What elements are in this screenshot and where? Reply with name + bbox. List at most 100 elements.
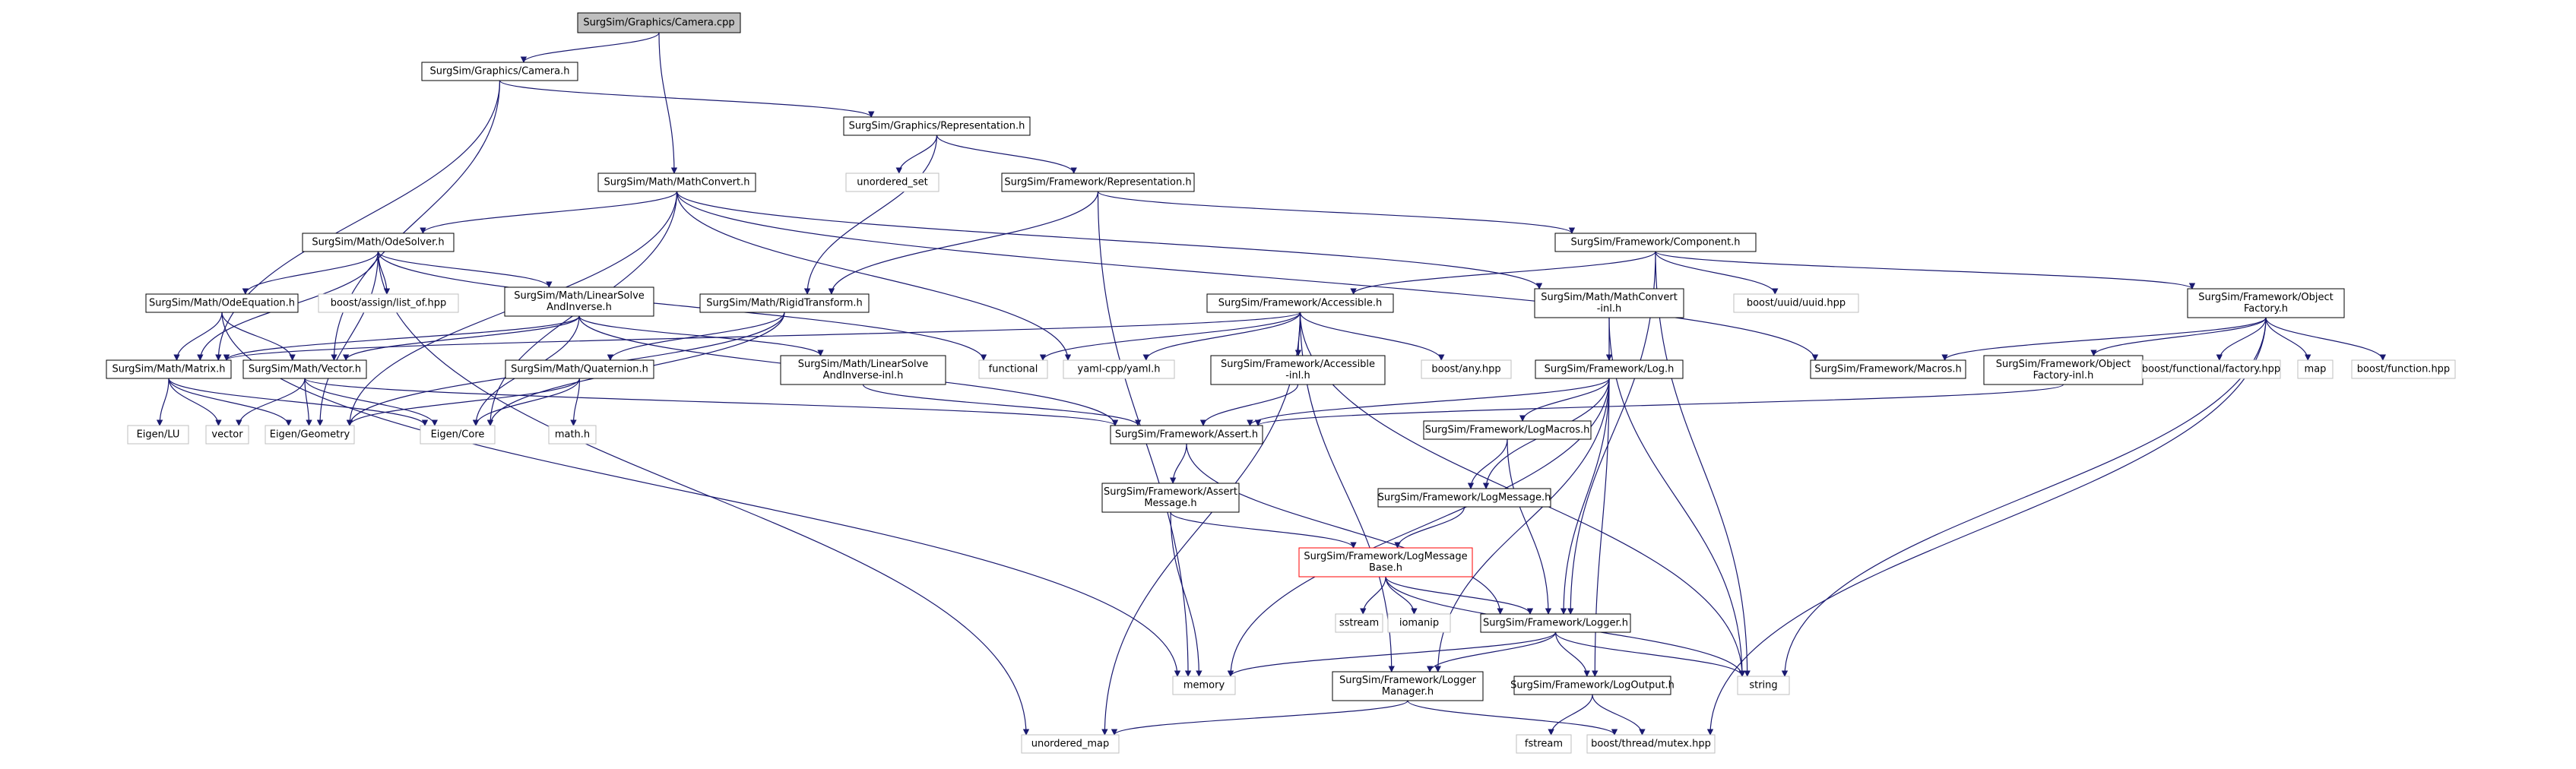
node-surgsim-framework-representation-h[interactable]: SurgSim/Framework/Representation.h (1001, 172, 1195, 192)
node-label: SurgSim/Math/MathConvert.h (604, 177, 750, 188)
node-surgsim-math-mathconvert-h[interactable]: SurgSim/Math/MathConvert.h (597, 172, 756, 192)
node-box (1110, 425, 1263, 445)
include-edge (1385, 576, 1418, 615)
node-surgsim-math-odesolver-h[interactable]: SurgSim/Math/OdeSolver.h (302, 233, 455, 252)
node-label: SurgSim/Math/RigidTransform.h (706, 298, 862, 309)
node-box (1423, 420, 1592, 440)
node-map: map (2297, 359, 2334, 379)
node-label: SurgSim/Math/OdeEquation.h (149, 298, 295, 309)
node-label: SurgSim/Framework/LogMessage (1304, 551, 1467, 562)
node-boost-uuid-uuid-hpp: boost/uuid/uuid.hpp (1733, 293, 1859, 313)
node-box (1101, 483, 1240, 513)
node-box (780, 355, 946, 385)
node-box (302, 233, 455, 252)
include-edge (828, 191, 1099, 295)
include-edge (1097, 191, 1575, 234)
node-label: SurgSim/Framework/LogMessage.h (1378, 492, 1551, 504)
node-label: unordered_map (1031, 739, 1110, 750)
include-edge (1039, 312, 1301, 361)
node-surgsim-framework-macros-h[interactable]: SurgSim/Framework/Macros.h (1810, 359, 1966, 379)
include-edge (331, 80, 501, 361)
node-surgsim-framework-logmessage-h[interactable]: SurgSim/Framework/LogMessage.h (1377, 488, 1551, 508)
node-box (127, 425, 189, 445)
node-surgsim-framework-log-h[interactable]: SurgSim/Framework/Log.h (1535, 359, 1684, 379)
node-box (1001, 172, 1195, 192)
node-surgsim-framework-component-h[interactable]: SurgSim/Framework/Component.h (1554, 233, 1757, 252)
node-box (699, 293, 870, 313)
node-box (1421, 359, 1512, 379)
include-edge (1360, 576, 1386, 615)
node-surgsim-graphics-camera-cpp[interactable]: SurgSim/Graphics/Camera.cpp (577, 12, 741, 33)
include-edge (2265, 317, 2311, 361)
include-edge (2216, 317, 2267, 361)
node-label: SurgSim/Framework/Component.h (1571, 237, 1741, 248)
node-surgsim-math-odeequation-h[interactable]: SurgSim/Math/OdeEquation.h (145, 293, 299, 313)
node-box (2141, 359, 2281, 379)
node-surgsim-math-quaternion-h[interactable]: SurgSim/Math/Quaternion.h (505, 359, 654, 379)
node-label: Factory.h (2244, 303, 2288, 315)
node-box (597, 172, 756, 192)
node-label: boost/functional/factory.hpp (2142, 364, 2280, 375)
include-edge (343, 315, 580, 361)
node-surgsim-framework-logger-h[interactable]: SurgSim/Framework/Logger.h (1480, 613, 1631, 633)
include-edge (1111, 700, 1408, 736)
node-surgsim-framework-assert-h[interactable]: SurgSim/Framework/Assert.h (1110, 425, 1263, 445)
node-label: SurgSim/Math/Quaternion.h (511, 364, 648, 375)
include-edge (1941, 317, 2267, 361)
include-edge (1394, 506, 1465, 549)
node-eigen-lu: Eigen/LU (127, 425, 189, 445)
node-box (1335, 613, 1383, 633)
node-label: SurgSim/Math/LinearSolve (514, 290, 645, 302)
node-label: AndInverse.h (547, 302, 612, 313)
node-label: boost/thread/mutex.hpp (1591, 739, 1711, 750)
node-box (1172, 676, 1236, 695)
node-surgsim-framework-logoutput-h[interactable]: SurgSim/Framework/LogOutput.h (1510, 676, 1675, 695)
node-label: SurgSim/Math/Matrix.h (112, 364, 226, 375)
include-edge (1706, 317, 2267, 736)
node-label: AndInverse-inl.h (823, 370, 904, 381)
include-edge (377, 251, 391, 295)
node-box (978, 359, 1048, 379)
node-surgsim-graphics-representation-h[interactable]: SurgSim/Graphics/Representation.h (843, 116, 1031, 136)
include-edge (420, 191, 678, 234)
node-label: SurgSim/Framework/Representation.h (1004, 177, 1191, 188)
node-memory: memory (1172, 676, 1236, 695)
include-edge (377, 251, 1030, 736)
node-label: SurgSim/Framework/LogMacros.h (1425, 425, 1590, 436)
include-edge (676, 191, 1072, 361)
node-label: SurgSim/Framework/LogOutput.h (1510, 680, 1675, 691)
node-surgsim-framework-accessible-h[interactable]: SurgSim/Framework/Accessible.h (1206, 293, 1394, 313)
include-edge (1247, 378, 1610, 426)
node-box (318, 293, 459, 313)
node-surgsim-framework-logmacros-h[interactable]: SurgSim/Framework/LogMacros.h (1423, 420, 1592, 440)
include-edge (236, 378, 306, 426)
include-edge (570, 378, 581, 426)
include-edge (499, 80, 875, 118)
node-surgsim-math-matrix-h[interactable]: SurgSim/Math/Matrix.h (106, 359, 232, 379)
node-box (205, 425, 249, 445)
node-surgsim-graphics-camera-h[interactable]: SurgSim/Graphics/Camera.h (421, 62, 578, 81)
node-label: -inl.h (1285, 370, 1310, 381)
node-box (2297, 359, 2334, 379)
node-surgsim-math-mathconvert-inl-h[interactable]: SurgSim/Math/MathConvert-inl.h (1534, 288, 1684, 318)
include-edge (658, 32, 678, 174)
node-surgsim-math-rigidtransform-h[interactable]: SurgSim/Math/RigidTransform.h (699, 293, 870, 313)
node-surgsim-math-vector-h[interactable]: SurgSim/Math/Vector.h (242, 359, 367, 379)
node-surgsim-framework-accessible-inl-h[interactable]: SurgSim/Framework/Accessible-inl.h (1210, 355, 1386, 385)
include-edge (1655, 251, 1751, 677)
node-box (1480, 613, 1631, 633)
node-label: Message.h (1144, 498, 1196, 509)
include-edge (1592, 694, 1646, 736)
node-box (1210, 355, 1386, 385)
node-label: SurgSim/Framework/Object (2198, 292, 2333, 303)
node-unordered-set: unordered_set (845, 172, 939, 192)
node-box (1298, 547, 1473, 578)
